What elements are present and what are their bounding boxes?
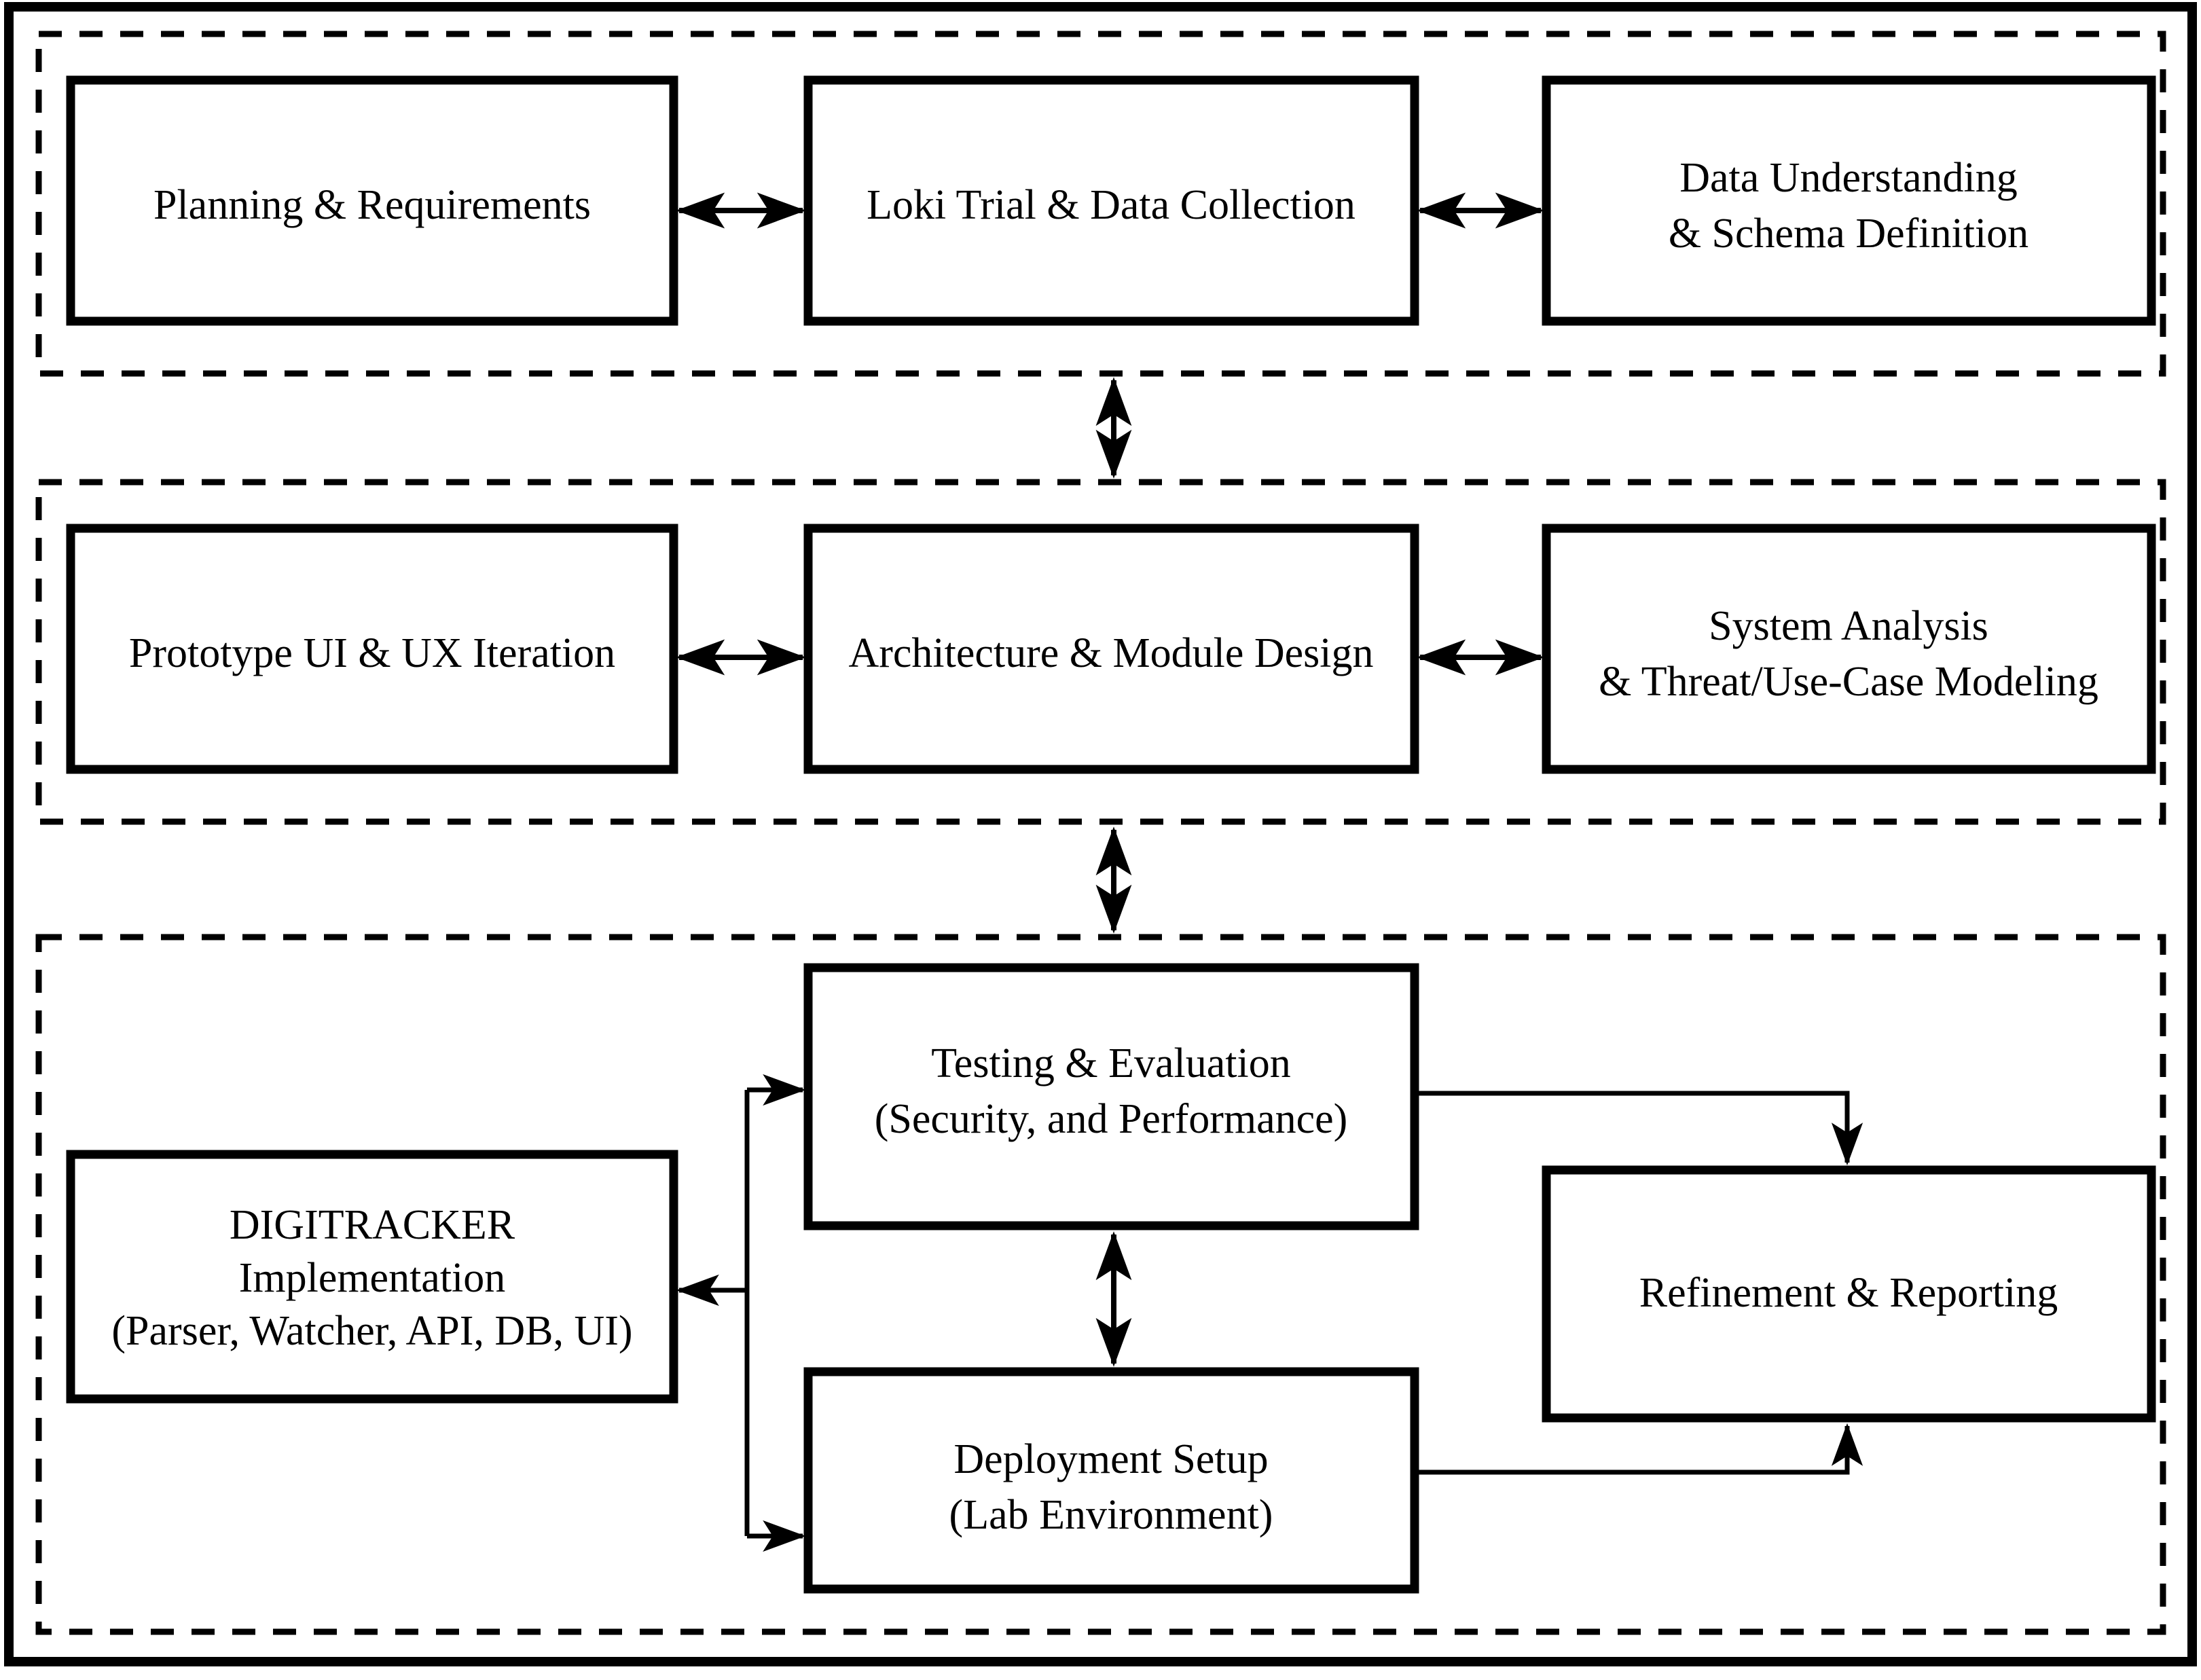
node-data-understanding-label-1: & Schema Definition [1669, 211, 2029, 257]
node-system-analysis-label-0: System Analysis [1709, 603, 1988, 649]
node-refinement-reporting[interactable] [1542, 1165, 2156, 1423]
node-deployment-setup-label-0: Deployment Setup [953, 1436, 1268, 1482]
implementation-phase-group-border [35, 934, 2166, 1635]
design-phase-group-border [35, 479, 2166, 825]
node-loki-trial[interactable] [803, 75, 1419, 326]
node-deployment-setup-label-1: (Lab Environment) [949, 1492, 1273, 1538]
node-digitracker-implementation-label-0: DIGITRACKER [230, 1202, 515, 1248]
node-digitracker-implementation-label-1: Implementation [239, 1255, 506, 1301]
node-testing-evaluation[interactable] [803, 963, 1419, 1230]
outer-frame [4, 2, 2197, 1666]
planning-phase-group-border [35, 31, 2166, 377]
node-testing-evaluation-label-0: Testing & Evaluation [931, 1040, 1290, 1086]
edge-testing-to-refinement [1415, 1091, 1863, 1166]
node-refinement-reporting-label-0: Refinement & Reporting [1639, 1270, 2058, 1316]
node-loki-trial-label-0: Loki Trial & Data Collection [867, 182, 1356, 228]
node-prototype-ui-ux[interactable] [66, 524, 678, 774]
node-architecture-module-design-label-0: Architecture & Module Design [848, 630, 1373, 676]
node-architecture-module-design[interactable] [803, 524, 1419, 774]
node-prototype-ui-ux-label-0: Prototype UI & UX Iteration [129, 630, 615, 676]
node-deployment-setup[interactable] [803, 1367, 1419, 1594]
node-system-analysis-label-1: & Threat/Use-Case Modeling [1599, 659, 2098, 705]
node-planning-requirements[interactable] [66, 75, 678, 326]
node-digitracker-implementation[interactable] [66, 1150, 678, 1404]
node-planning-requirements-label-0: Planning & Requirements [153, 182, 591, 228]
node-system-analysis[interactable] [1542, 524, 2156, 774]
edge-deployment-to-refinement [1415, 1423, 1863, 1475]
node-data-understanding-label-0: Data Understanding [1679, 155, 2018, 201]
node-data-understanding[interactable] [1542, 75, 2156, 326]
node-testing-evaluation-label-1: (Security, and Performance) [875, 1096, 1348, 1142]
node-digitracker-implementation-label-2: (Parser, Watcher, API, DB, UI) [111, 1308, 632, 1354]
